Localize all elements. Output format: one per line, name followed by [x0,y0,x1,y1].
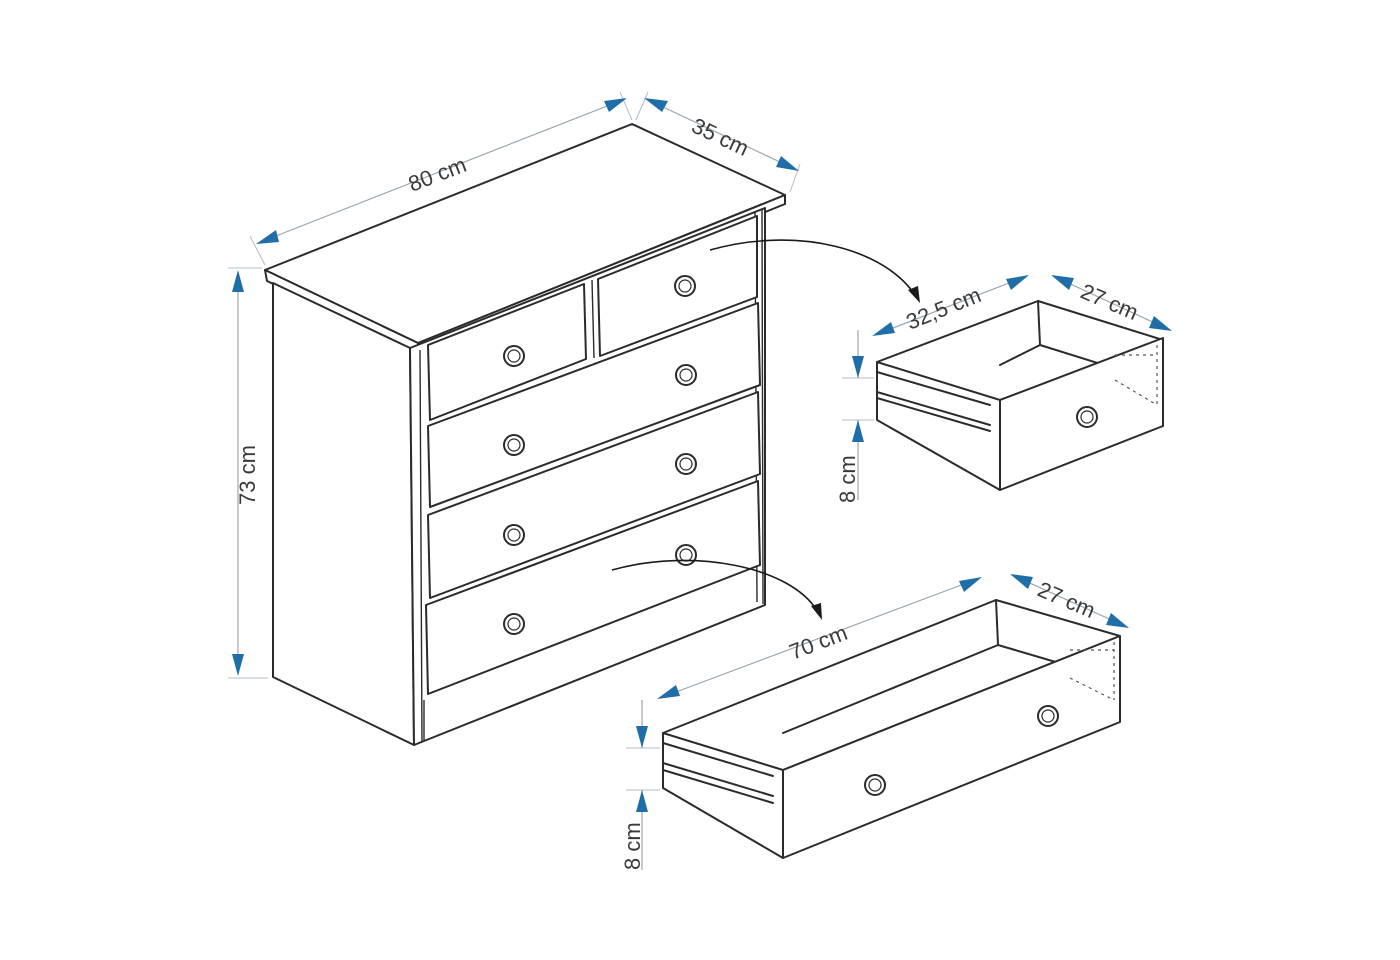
arrow-depth-right [776,156,799,171]
dimension-small-drawer-height: 8 cm [835,330,874,503]
chest-knob-2 [674,275,696,297]
large-drawer-runner-top [662,762,774,797]
large-drawer-left-top [662,732,784,771]
large-drawer-left-inner [662,742,774,777]
callout-large-drawer [611,559,822,620]
chest-knob-7 [503,613,525,635]
arrow-height-top [232,270,244,292]
chest-drawer-4 [425,480,761,695]
label-large-drawer-height: 8 cm [620,822,645,870]
large-drawer-dash-3 [1069,677,1115,701]
chest-knob-5 [503,524,525,546]
chest-knob-8 [675,544,697,566]
callout-small-drawer [709,239,920,303]
label-small-drawer-height: 8 cm [835,455,860,503]
large-drawer-front [782,635,1121,859]
label-height: 73 cm [235,445,260,505]
arrow-sdw-right [1006,275,1029,290]
chest-drawer-2 [427,302,761,508]
chest-knob-4 [675,364,697,386]
chest-knob-3 [503,434,525,456]
arrow-ldd-right [1106,613,1129,628]
arrow-sdh-top [852,356,864,378]
arrow-width-right [604,98,627,112]
arrow-sdh-bottom [852,420,864,442]
arrow-ldd-left [1010,574,1033,589]
arrow-ldh-top [636,726,648,748]
large-drawer [662,599,1121,859]
dimension-large-drawer-height: 8 cm [620,700,660,870]
label-width: 80 cm [405,152,470,197]
small-drawer-knob [1076,406,1098,428]
chest-of-drawers [264,123,786,746]
arrow-depth-left [644,98,668,112]
small-drawer-left-top [876,361,1001,401]
chest-side-panel [272,282,415,746]
label-large-drawer-width: 70 cm [786,620,851,665]
arrow-ldh-bottom [636,790,648,812]
chest-drawer-3 [427,391,761,599]
small-drawer-runner-top [876,391,991,426]
chest-knob-6 [675,453,697,475]
arrow-sdd-right [1149,316,1172,331]
chest-knob-1 [503,345,525,367]
arrow-height-bottom [232,654,244,676]
dimension-height: 73 cm [228,267,268,679]
arrow-ldw-right [959,577,982,592]
large-drawer-knob-right [1037,705,1059,727]
chest-center-divider [591,279,595,359]
arrow-width-left [256,230,279,244]
arrow-ldw-left [657,685,680,699]
large-drawer-runner-bottom [662,769,774,804]
chest-front-right-line-2 [761,209,764,605]
chest-front-edge-line [419,349,423,743]
small-drawer-dash-3 [1114,379,1158,406]
arrow-sdd-left [1051,275,1074,290]
small-drawer-left-inner [876,371,991,406]
small-drawer-runner-bottom [876,397,991,432]
arrow-sdw-left [872,322,895,336]
small-drawer [876,300,1164,491]
large-drawer-knob-left [864,774,886,796]
